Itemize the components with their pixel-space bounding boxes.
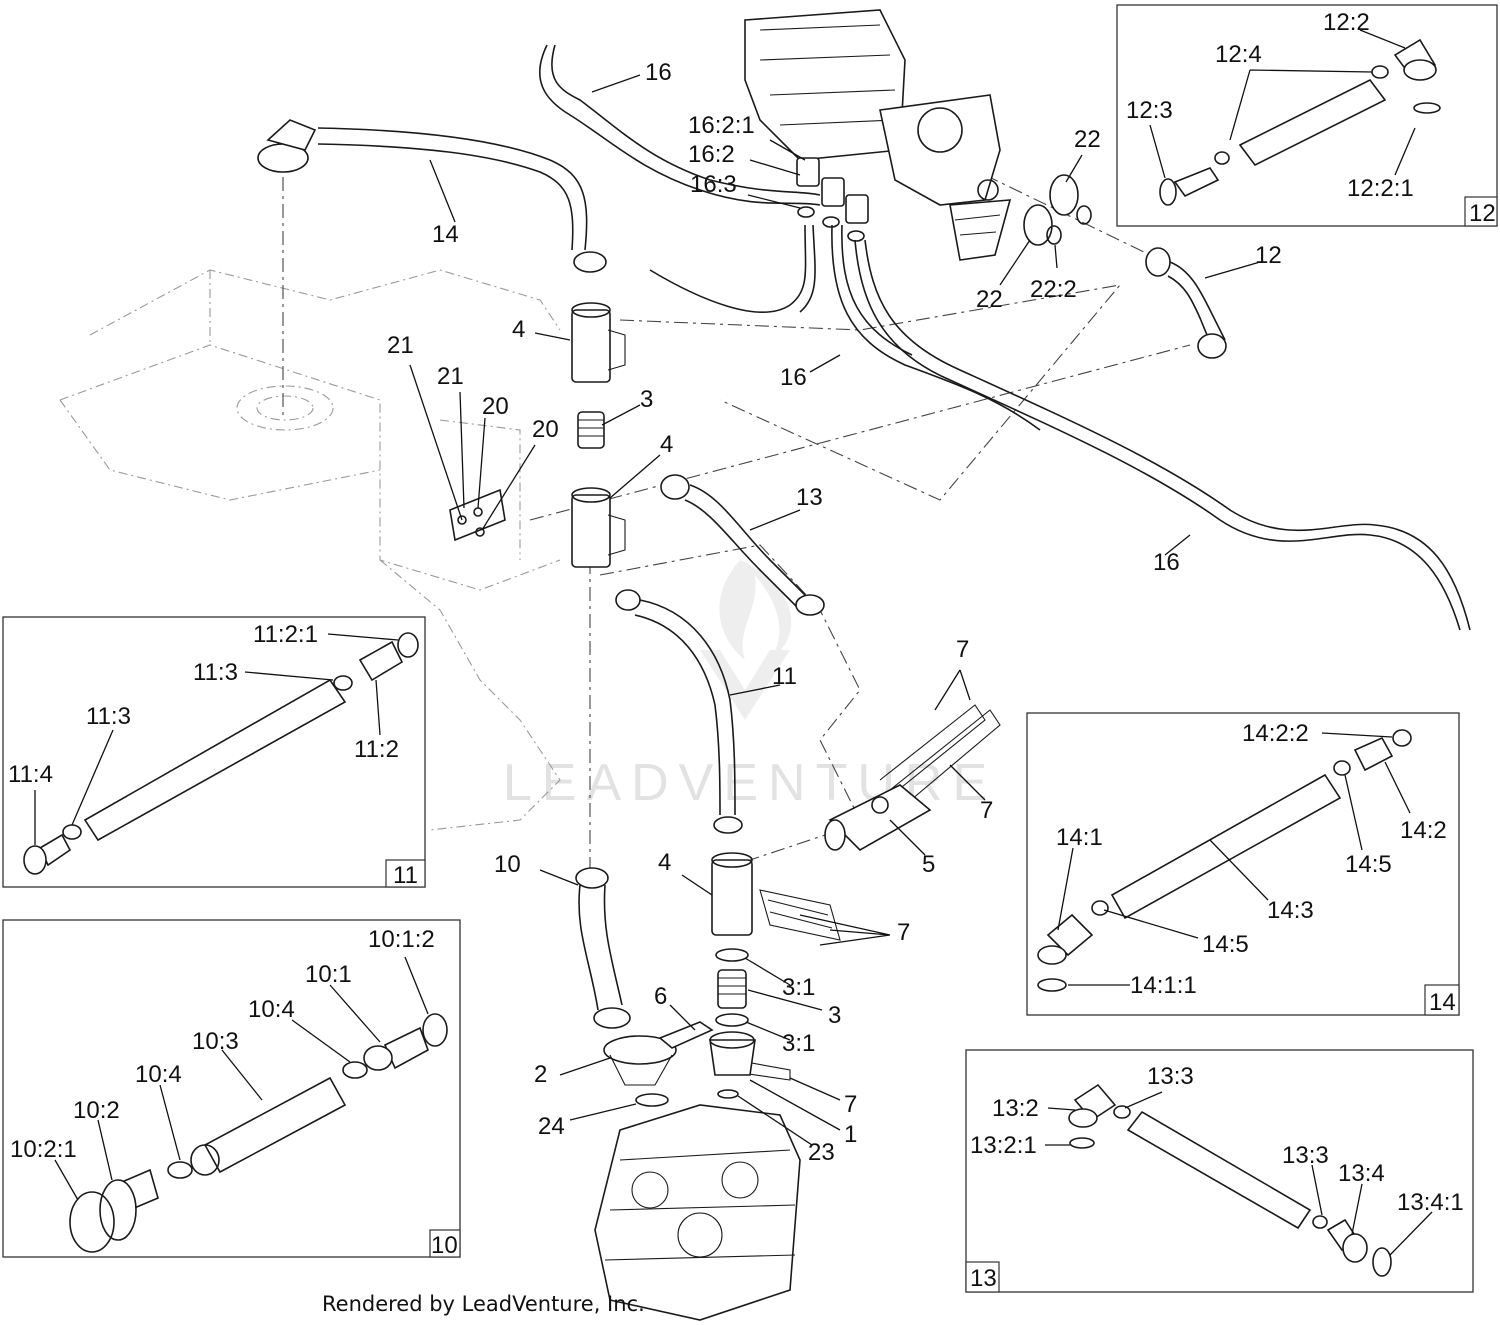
main-callouts: 16 14 16:2:1 16:2 16:3 22 22 22:2 12 4 2… bbox=[387, 59, 1282, 1166]
inset-10-label-10-4-a: 10:4 bbox=[248, 996, 295, 1023]
callout-13: 13 bbox=[796, 484, 823, 511]
callout-7-c: 7 bbox=[897, 919, 910, 946]
inset-11-label-11-3-b: 11:3 bbox=[86, 703, 131, 730]
inset-12-label-12-4: 12:4 bbox=[1215, 41, 1262, 68]
inset-12-label-12-2: 12:2 bbox=[1323, 9, 1370, 36]
callout-4-a: 4 bbox=[512, 316, 525, 343]
strainer-wires bbox=[734, 704, 1001, 1081]
callout-4-c: 4 bbox=[658, 849, 671, 876]
inset-14-tag: 14 bbox=[1429, 989, 1456, 1016]
inset-11-tag: 11 bbox=[393, 862, 418, 889]
callout-7-d: 7 bbox=[844, 1091, 857, 1118]
callout-11: 11 bbox=[772, 663, 797, 690]
inset-14-label-14-2: 14:2 bbox=[1400, 817, 1447, 844]
fittings-16 bbox=[796, 157, 869, 242]
inset-10: 10 10:1:2 10:1 10:4 10:3 10:4 10:2 10:2:… bbox=[2, 919, 461, 1259]
main-leaders bbox=[409, 74, 1261, 1146]
inset-11-label-11-3-a: 11:3 bbox=[193, 659, 238, 686]
inset-11: 11 11:2:1 11:3 11:3 11:2 11:4 bbox=[2, 616, 426, 889]
callout-3-a: 3 bbox=[640, 386, 653, 413]
pump-assembly bbox=[744, 9, 1012, 261]
inset-10-label-10-1: 10:1 bbox=[305, 961, 352, 988]
frame-ghost bbox=[59, 269, 561, 831]
callout-14: 14 bbox=[432, 221, 459, 248]
callout-3-1-b: 3:1 bbox=[782, 1030, 815, 1057]
callout-21-a: 21 bbox=[387, 332, 414, 359]
inset-14: 14 14:2:2 14:1 14:2 14:5 14:3 14:5 14:1:… bbox=[1026, 712, 1460, 1016]
callout-5: 5 bbox=[922, 851, 935, 878]
inset-12-label-12-2-1: 12:2:1 bbox=[1347, 175, 1414, 202]
inset-13-label-13-3-a: 13:3 bbox=[1147, 1063, 1194, 1090]
hose-12 bbox=[1145, 247, 1227, 359]
callout-4-b: 4 bbox=[660, 431, 673, 458]
callout-12: 12 bbox=[1255, 242, 1282, 269]
callout-2: 2 bbox=[534, 1061, 547, 1088]
callout-16-3: 16:3 bbox=[690, 171, 737, 198]
callout-22-2: 22:2 bbox=[1030, 276, 1077, 303]
inset-14-label-14-5-a: 14:5 bbox=[1345, 851, 1392, 878]
callout-16-b: 16 bbox=[780, 364, 807, 391]
inset-10-label-10-2-1: 10:2:1 bbox=[10, 1136, 77, 1163]
inset-10-label-10-4-b: 10:4 bbox=[135, 1061, 182, 1088]
callout-16-2-1: 16:2:1 bbox=[688, 112, 755, 139]
callout-3-1-a: 3:1 bbox=[782, 974, 815, 1001]
inset-11-label-11-2: 11:2 bbox=[354, 736, 399, 763]
footer-credit: Rendered by LeadVenture, Inc. bbox=[322, 1292, 645, 1316]
inset-10-label-10-2: 10:2 bbox=[73, 1097, 120, 1124]
hose-16-group bbox=[538, 44, 1471, 631]
callout-20-a: 20 bbox=[482, 393, 509, 420]
inset-14-label-14-1: 14:1 bbox=[1056, 824, 1103, 851]
callout-16-c: 16 bbox=[1153, 549, 1180, 576]
callout-10: 10 bbox=[494, 851, 521, 878]
callout-22-b: 22 bbox=[976, 286, 1003, 313]
watermark: LEADVENTURE bbox=[503, 560, 987, 812]
bracket-20-21 bbox=[449, 488, 506, 542]
callout-6: 6 bbox=[654, 983, 667, 1010]
inset-10-label-10-1-2: 10:1:2 bbox=[368, 926, 435, 953]
manifold-column bbox=[571, 302, 626, 568]
hose-14 bbox=[257, 119, 607, 273]
inset-14-label-14-3: 14:3 bbox=[1267, 897, 1314, 924]
inset-13-tag: 13 bbox=[970, 1265, 997, 1292]
callout-7-b: 7 bbox=[980, 797, 993, 824]
inset-10-label-10-3: 10:3 bbox=[192, 1028, 239, 1055]
inset-13-label-13-2: 13:2 bbox=[992, 1095, 1039, 1122]
callout-1: 1 bbox=[844, 1121, 857, 1148]
callout-7-a: 7 bbox=[956, 636, 969, 663]
inset-13-label-13-4: 13:4 bbox=[1338, 1160, 1385, 1187]
callout-21-b: 21 bbox=[437, 363, 464, 390]
valve-5 bbox=[824, 784, 932, 851]
inset-13-label-13-4-1: 13:4:1 bbox=[1397, 1189, 1464, 1216]
callout-22-a: 22 bbox=[1074, 126, 1101, 153]
inset-12: 12 12:2 12:4 12:3 12:2:1 bbox=[1116, 4, 1498, 227]
inset-12-label-12-3: 12:3 bbox=[1126, 97, 1173, 124]
inset-14-label-14-1-1: 14:1:1 bbox=[1130, 972, 1197, 999]
callout-3-b: 3 bbox=[828, 1002, 841, 1029]
lower-manifold bbox=[709, 852, 756, 1099]
tank-lid bbox=[603, 1021, 714, 1107]
callout-24: 24 bbox=[538, 1113, 565, 1140]
callout-16-2: 16:2 bbox=[688, 141, 735, 168]
hose-11 bbox=[615, 589, 743, 834]
hose-10 bbox=[575, 867, 631, 1029]
inset-14-label-14-5-b: 14:5 bbox=[1202, 931, 1249, 958]
pump-body bbox=[594, 1104, 801, 1321]
inset-11-label-11-2-1: 11:2:1 bbox=[253, 621, 318, 648]
fittings-22 bbox=[1023, 174, 1092, 246]
inset-10-tag: 10 bbox=[431, 1232, 458, 1259]
callout-20-b: 20 bbox=[532, 416, 559, 443]
inset-12-tag: 12 bbox=[1469, 200, 1496, 227]
callout-23: 23 bbox=[808, 1139, 835, 1166]
hose-13 bbox=[660, 474, 825, 616]
callout-16: 16 bbox=[645, 59, 672, 86]
inset-14-label-14-2-2: 14:2:2 bbox=[1242, 720, 1309, 747]
inset-13-label-13-3-b: 13:3 bbox=[1282, 1142, 1329, 1169]
inset-13: 13 13:3 13:2 13:2:1 13:3 13:4 13:4:1 bbox=[965, 1049, 1474, 1293]
inset-13-label-13-2-1: 13:2:1 bbox=[970, 1132, 1037, 1159]
inset-11-label-11-4: 11:4 bbox=[8, 761, 53, 788]
